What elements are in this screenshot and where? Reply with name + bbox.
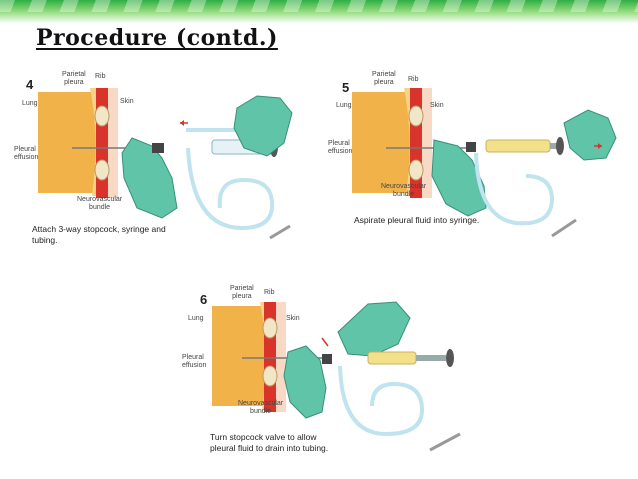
step-4-rib-label: Rib — [95, 73, 106, 81]
step-6-caption: Turn stopcock valve to allow pleural flu… — [210, 432, 410, 454]
step-4-pleural-effusion-label: Pleural effusion — [14, 146, 38, 162]
step-5-lung-label: Lung — [336, 102, 352, 110]
slide-title: Procedure (contd.) — [36, 25, 278, 51]
step-4-skin-label: Skin — [120, 98, 134, 106]
panel-step-5: 5 Parietal pleura Rib Lung Skin Pleural … — [326, 68, 626, 263]
step-4-lung-label: Lung — [22, 100, 38, 108]
step-6-pleural-effusion-label: Pleural effusion — [182, 354, 206, 370]
step-5-number: 5 — [342, 80, 349, 95]
step-6-neurovascular-bundle-label: Neurovascular bundle — [238, 400, 283, 416]
step-6-parietal-pleura-label: Parietal pleura — [230, 285, 254, 301]
step-5-pleural-effusion-label: Pleural effusion — [328, 140, 352, 156]
step-4-number: 4 — [26, 77, 33, 92]
step-5-rib-label: Rib — [408, 76, 419, 84]
step-4-neurovascular-bundle-label: Neurovascular bundle — [77, 196, 122, 212]
panel-step-6: 6 Parietal pleura Rib Lung Skin Pleural … — [172, 284, 472, 464]
step-5-illustration — [326, 68, 626, 263]
step-6-rib-label: Rib — [264, 289, 275, 297]
step-5-neurovascular-bundle-label: Neurovascular bundle — [381, 183, 426, 199]
step-5-parietal-pleura-label: Parietal pleura — [372, 71, 396, 87]
step-6-number: 6 — [200, 292, 207, 307]
panel-step-4: 4 Parietal pleura Rib Lung Skin Pleural … — [12, 68, 312, 263]
step-6-lung-label: Lung — [188, 315, 204, 323]
step-6-skin-label: Skin — [286, 315, 300, 323]
step-4-caption: Attach 3-way stopcock, syringe and tubin… — [32, 224, 212, 246]
step-5-caption: Aspirate pleural fluid into syringe. — [354, 215, 554, 226]
step-4-parietal-pleura-label: Parietal pleura — [62, 71, 86, 87]
step-5-skin-label: Skin — [430, 102, 444, 110]
